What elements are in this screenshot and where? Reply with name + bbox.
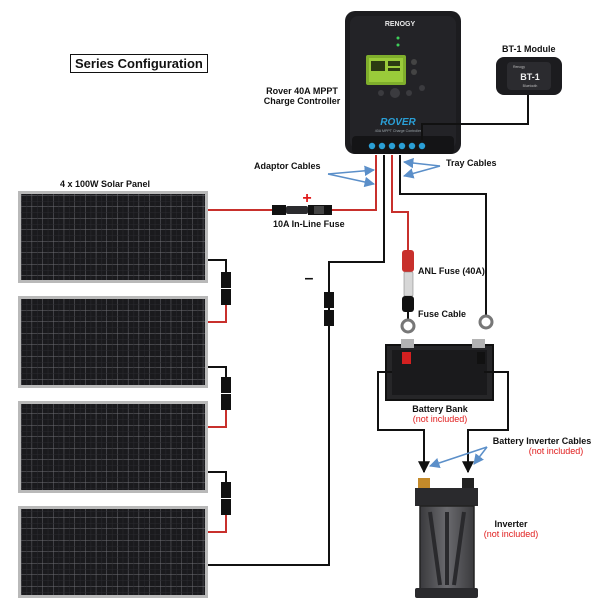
anl-fuse-label: ANL Fuse (40A)	[418, 266, 485, 276]
controller-label-line1: Rover 40A MPPT	[266, 86, 338, 96]
inverter-title: Inverter	[494, 519, 528, 529]
controller-subtitle: 40A MPPT Charge Controller	[375, 129, 422, 133]
adaptor-cables-label: Adaptor Cables	[254, 161, 321, 171]
inverter-icon	[415, 478, 478, 598]
controller-name: ROVER	[380, 117, 416, 128]
ring-terminal-positive	[400, 318, 416, 334]
fuse-cable-label: Fuse Cable	[418, 309, 467, 319]
array-positive-wire	[208, 155, 377, 211]
tray-cables-label: Tray Cables	[446, 158, 497, 168]
controller-brand: RENOGY	[385, 21, 416, 28]
battery-inverter-cables-label: Battery Inverter Cables (not included)	[480, 436, 604, 456]
fuse-icon	[272, 205, 332, 215]
bt-name: BT-1	[520, 72, 540, 82]
inline-fuse-label: 10A In-Line Fuse	[273, 219, 345, 229]
series-connections	[208, 259, 231, 533]
solar-panel-3	[18, 401, 208, 493]
inverter-label: Inverter (not included)	[476, 519, 546, 539]
controller-label-line2: Charge Controller	[263, 96, 341, 106]
battery-inverter-cables-note: (not included)	[528, 446, 584, 456]
solar-panel-2	[18, 296, 208, 388]
diagram-title: Series Configuration	[70, 54, 208, 73]
battery-bank-label: Battery Bank (not included)	[395, 404, 485, 424]
solar-panels-label: 4 x 100W Solar Panel	[60, 179, 151, 189]
battery-bank-title: Battery Bank	[412, 404, 468, 414]
negative-mc4-connector	[324, 292, 334, 326]
bt-brand: Renogy	[513, 65, 525, 69]
inverter-note: (not included)	[483, 529, 539, 539]
ring-terminal-negative	[478, 314, 494, 330]
battery-bank-note: (not included)	[412, 414, 468, 424]
bt-module-label: BT-1 Module	[502, 44, 556, 54]
battery-icon	[385, 339, 494, 401]
battery-inverter-cables-title: Battery Inverter Cables	[492, 436, 592, 446]
controller-wires	[391, 155, 487, 316]
controller-label: Rover 40A MPPT Charge Controller	[252, 86, 352, 106]
solar-panel-4	[18, 506, 208, 598]
bt-cable	[421, 95, 529, 140]
annotation-arrows	[327, 157, 488, 468]
bluetooth-module-icon	[496, 57, 562, 95]
charge-controller-icon	[345, 11, 461, 154]
array-negative-wire	[208, 155, 385, 566]
bt-sub: Bluetooth	[523, 84, 538, 88]
plus-sign: +	[302, 190, 311, 207]
minus-sign: –	[305, 270, 314, 287]
anl-fuse-icon	[402, 250, 414, 312]
solar-panel-1	[18, 191, 208, 283]
battery-inverter-wires	[377, 371, 509, 474]
